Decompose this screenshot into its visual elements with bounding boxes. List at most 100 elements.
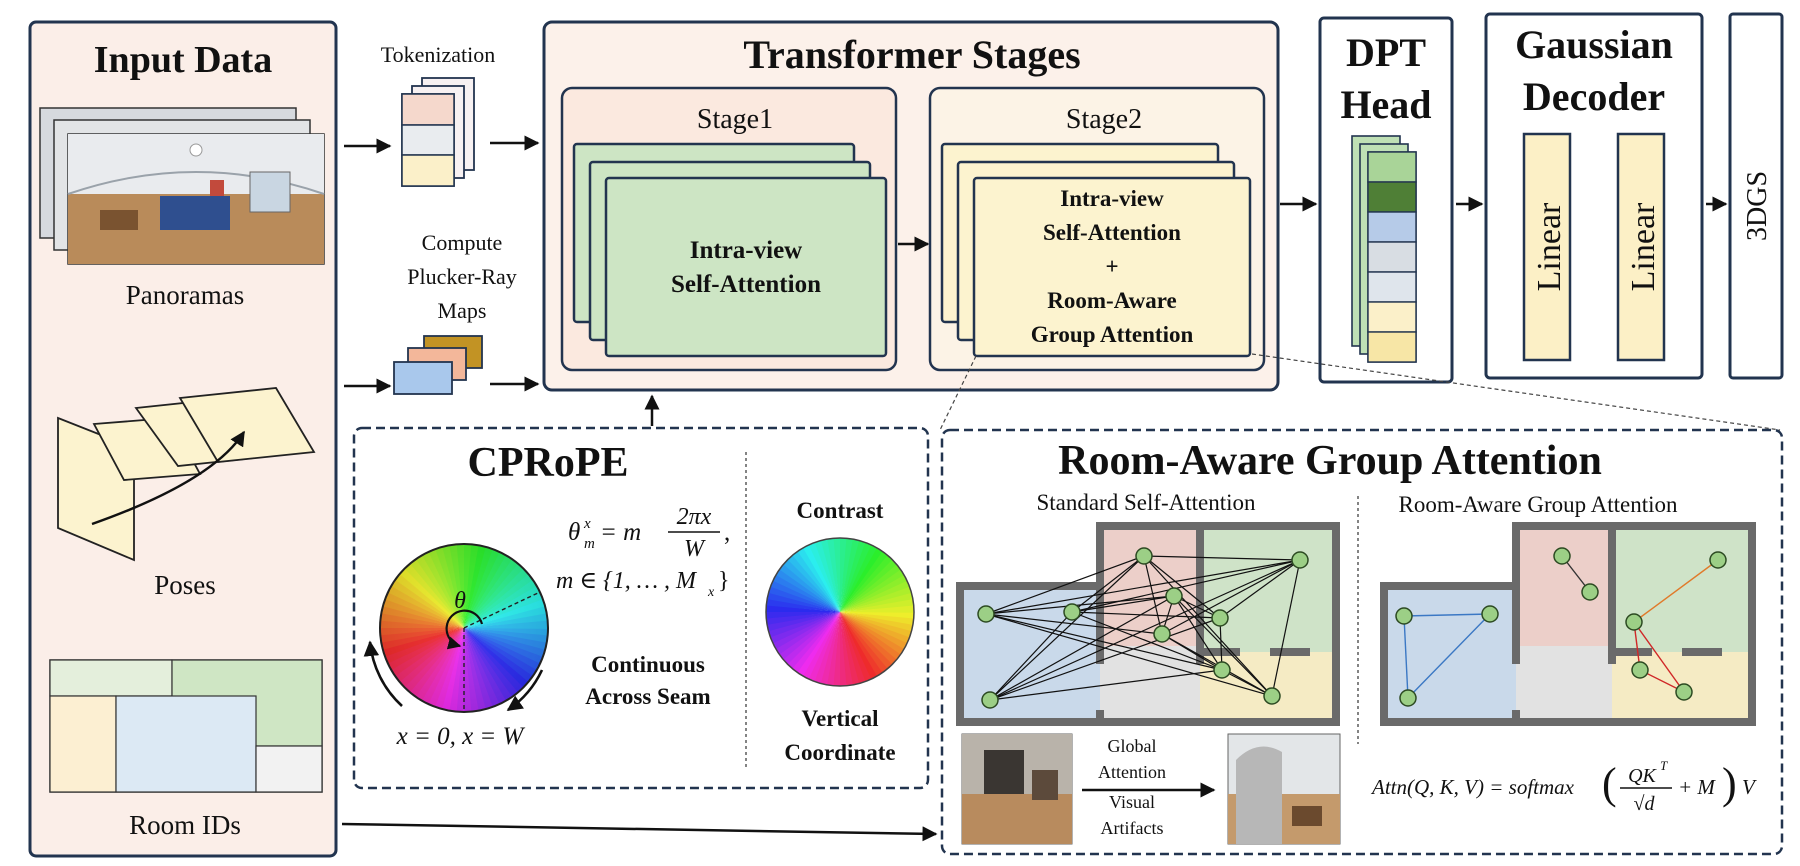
formula-line2-sub: x: [707, 585, 715, 600]
wheel-slice: [840, 592, 914, 612]
wheel-slice: [791, 612, 840, 673]
token-node: [977, 605, 995, 623]
stage1-line1: Intra-view: [690, 237, 802, 264]
wheel-slice: [840, 544, 878, 612]
linear-layer-2: [1616, 132, 1666, 362]
attention-edge: [989, 595, 1175, 701]
attention-edge: [985, 555, 1145, 615]
token-node: [1625, 613, 1643, 631]
contrast-label: Contrast: [797, 498, 884, 523]
attention-edge: [1071, 611, 1223, 671]
token-node: [1213, 661, 1231, 679]
formula-sup: x: [583, 516, 591, 532]
rope-formula: θ x m = m 2πx W , m ∈ {1, … , M x }: [556, 504, 730, 600]
wheel-slice: [840, 612, 912, 639]
vertical-line1: Vertical: [801, 706, 878, 731]
attn-formula-num-sup: T: [1660, 758, 1668, 773]
token-node: [1165, 587, 1183, 605]
attention-edge: [989, 559, 1301, 701]
stage2-line4: Room-Aware: [1047, 288, 1176, 313]
transformer-stages-panel: Transformer Stages Stage1 Intra-view Sel…: [542, 20, 1280, 392]
token-node: [1481, 605, 1499, 623]
close-paren: ): [1722, 759, 1737, 808]
wheel-slice: [796, 612, 840, 677]
wheel-slice: [840, 612, 908, 650]
wheel-slice: [766, 612, 840, 625]
plucker-line3: Maps: [438, 298, 487, 323]
artifacts-line1: Visual: [1109, 792, 1155, 812]
wheel-slice: [808, 612, 840, 682]
token-node: [1291, 551, 1309, 569]
wheel-slice: [770, 612, 840, 644]
attention-formula: Attn(Q, K, V) = softmax ( QK T √d + M ) …: [1370, 758, 1757, 815]
seam-label: x = 0, x = W: [396, 723, 526, 750]
wheel-slice: [792, 550, 840, 612]
wheel-slice: [803, 544, 840, 612]
wheel-slice: [768, 585, 840, 612]
wheel-slice: [840, 559, 898, 612]
wheel-slice: [839, 612, 847, 686]
attention-edge: [985, 613, 1273, 697]
wheel-slice: [779, 563, 840, 612]
wheel-slice: [766, 611, 840, 619]
formula-line2: m ∈ {1, … , M: [556, 568, 698, 594]
wheel-slice: [840, 612, 872, 682]
cprope-title: CPRoPE: [468, 440, 629, 486]
stage2-line1: Intra-view: [1060, 186, 1164, 211]
panorama-images: [39, 107, 325, 265]
dpt-head-panel: DPT Head: [1318, 16, 1454, 384]
token-node: [1675, 683, 1693, 701]
attention-edge: [989, 611, 1073, 701]
tokenization-label: Tokenization: [381, 42, 496, 67]
attention-edge: [1143, 555, 1273, 697]
plucker-line1: Compute: [422, 230, 503, 255]
formula-eq: = m: [600, 519, 641, 546]
stage1-line2: Self-Attention: [671, 271, 821, 298]
attention-edge: [1071, 555, 1145, 613]
wheel-slice: [840, 612, 866, 684]
attention-edge: [985, 613, 1223, 671]
attention-edge: [1161, 559, 1301, 635]
zoom-connector-lines: [939, 353, 1781, 431]
contrast-wheel-outline: [765, 537, 915, 687]
wheel-slice: [840, 605, 914, 613]
room-aware-attention-label: Room-Aware Group Attention: [1399, 492, 1678, 517]
attn-formula-num: QK: [1628, 765, 1657, 787]
token-node: [1581, 583, 1599, 601]
contrast-wheel-slices: [766, 538, 914, 686]
plucker-line2: Plucker-Ray: [407, 264, 517, 289]
attn-formula-lhs: Attn(Q, K, V) = softmax: [1370, 775, 1575, 799]
formula-den: W: [684, 536, 706, 562]
decoder-line2: Decoder: [1523, 74, 1665, 119]
panoramas-label: Panoramas: [126, 280, 244, 310]
global-line1: Global: [1108, 736, 1157, 756]
continuous-line1: Continuous: [591, 652, 705, 677]
wheel-slice: [820, 538, 840, 612]
wheel-slice: [772, 574, 840, 612]
attention-edge: [1173, 595, 1223, 671]
wheel-slice: [797, 547, 840, 612]
attn-formula-plus: + M: [1678, 775, 1716, 799]
stage1-title: Stage1: [697, 104, 773, 135]
wheel-slice: [840, 569, 905, 612]
room-ids-label: Room IDs: [129, 810, 241, 840]
wheel-slice: [787, 554, 840, 612]
gaussian-decoder-panel: Gaussian Decoder Linear Linear: [1484, 12, 1704, 380]
token-node: [1153, 625, 1171, 643]
token-node: [1063, 603, 1081, 621]
transformer-title: Transformer Stages: [743, 32, 1080, 77]
wheel-slice: [782, 612, 840, 665]
global-attention-example: Global Attention Visual Artifacts: [961, 733, 1341, 845]
dpt-feature-stack: [1351, 135, 1417, 363]
token-node: [1631, 661, 1649, 679]
wheel-slice: [840, 547, 884, 612]
wheel-slice: [840, 540, 867, 612]
attention-edge: [989, 555, 1145, 701]
wheel-slice: [775, 612, 840, 655]
ragat-panel: Room-Aware Group Attention Standard Self…: [940, 428, 1784, 856]
token-node: [1395, 607, 1413, 625]
output-3dgs: 3DGS: [1728, 12, 1784, 380]
wheel-slice: [840, 612, 910, 644]
wheel-slice: [840, 564, 902, 612]
vertical-line2: Coordinate: [784, 740, 895, 765]
